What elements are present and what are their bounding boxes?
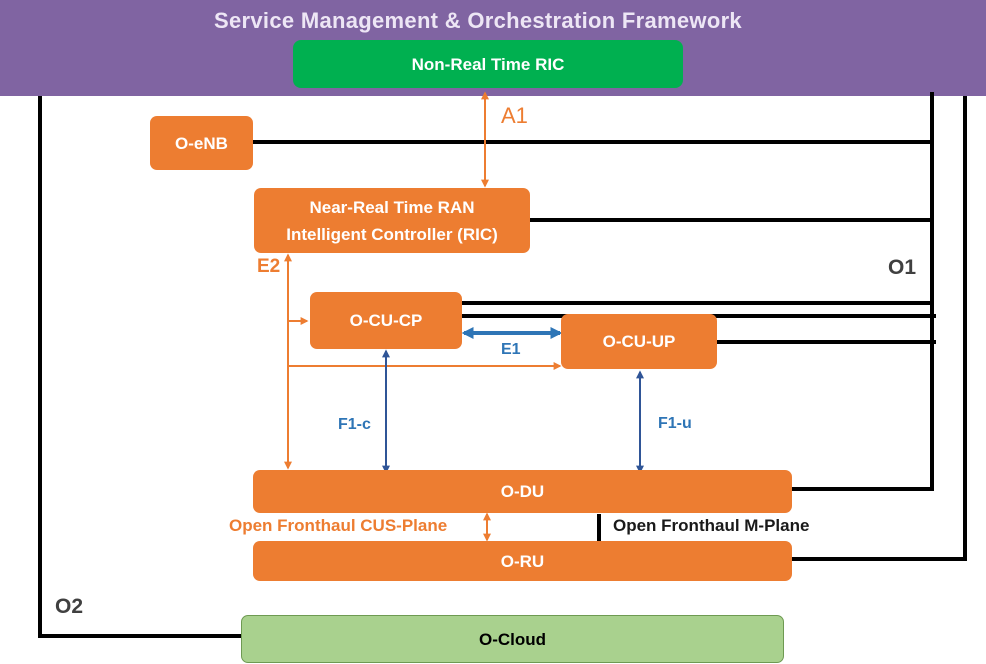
o2-label: O2 — [55, 595, 84, 618]
non-rt-ric-box: Non-Real Time RIC — [293, 40, 683, 88]
o-ru-label: O-RU — [500, 551, 545, 571]
o-cu-up-label: O-CU-UP — [602, 332, 676, 351]
near-rt-ric-box: Near-Real Time RAN Intelligent Controlle… — [254, 188, 530, 253]
o1-label: O1 — [888, 256, 917, 279]
o-cloud-box: O-Cloud — [241, 615, 784, 663]
o-cu-cp-box: O-CU-CP — [310, 292, 462, 349]
f1-c-label: F1-c — [338, 416, 371, 433]
m-plane-label: Open Fronthaul M-Plane — [613, 516, 810, 535]
cus-plane-label: Open Fronthaul CUS-Plane — [229, 516, 448, 535]
o-enb-box: O-eNB — [150, 116, 253, 170]
o2-line — [38, 96, 242, 638]
e2-label: E2 — [257, 256, 281, 277]
a1-label: A1 — [501, 103, 528, 128]
near-rt-ric-label-line2: Intelligent Controller (RIC) — [286, 224, 498, 244]
o-ru-box: O-RU — [253, 541, 792, 581]
smo-framework-title: Service Management & Orchestration Frame… — [214, 8, 742, 33]
o-cu-cp-label: O-CU-CP — [349, 311, 423, 330]
o-cloud-label: O-Cloud — [478, 629, 547, 649]
o-du-label: O-DU — [500, 482, 545, 501]
o-enb-label: O-eNB — [175, 133, 228, 153]
o-cu-up-box: O-CU-UP — [561, 314, 717, 369]
o1-lines — [252, 92, 967, 561]
non-rt-ric-label: Non-Real Time RIC — [411, 54, 565, 74]
e1-label: E1 — [501, 341, 521, 358]
f1-u-label: F1-u — [658, 415, 692, 432]
o-du-box: O-DU — [253, 470, 792, 513]
near-rt-ric-label-line1: Near-Real Time RAN — [309, 197, 475, 217]
